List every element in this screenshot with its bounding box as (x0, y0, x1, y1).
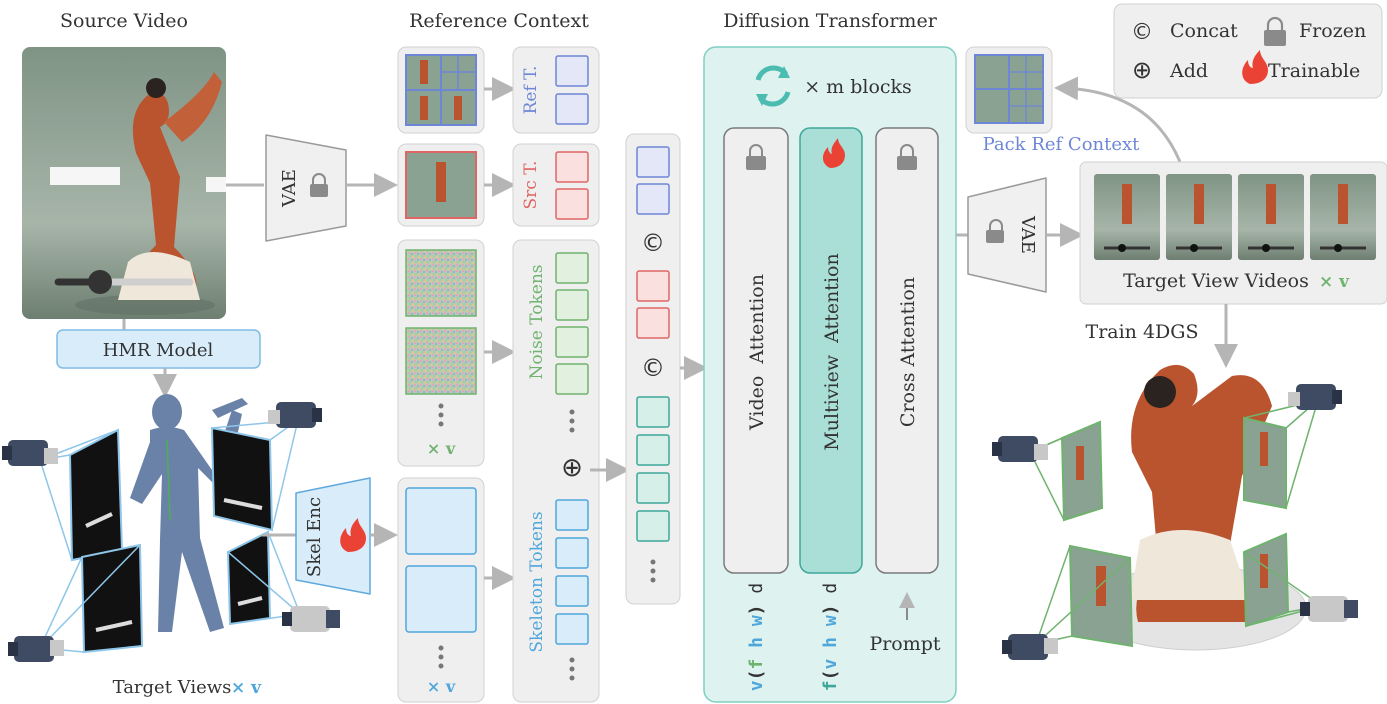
vae-encoder: VAE (265, 134, 347, 242)
multiview-rearrange-label: f(v h w) d (820, 583, 841, 691)
dit-container: × m blocks Video Attention Multiview Att… (703, 46, 957, 703)
ref-tokens-label: Ref T. (521, 66, 541, 115)
pack-ref-context-label: Pack Ref Context (983, 134, 1141, 155)
lock-icon (986, 219, 1004, 243)
multiview-attention-block: Multiview Attention (799, 127, 863, 574)
vae-decoder: VAE (967, 177, 1047, 293)
skeleton-times-v: × v (427, 677, 456, 696)
legend-concat-label: Concat (1170, 20, 1238, 42)
skel-enc-label: Skel Enc (304, 497, 325, 577)
view-panel-left (68, 428, 124, 562)
video-rearrange-label: v(f h w) d (746, 583, 767, 691)
video-attention-label: Video Attention (746, 274, 768, 431)
noise-skeleton-tokens-panel: Noise Tokens ⊕ Skeleton Tokens (512, 239, 600, 703)
src-tokens-panel: Src T. (512, 143, 600, 227)
view-panel-bottom-right (226, 530, 272, 626)
target-views-times: × v (231, 678, 262, 698)
ref-image-grid (397, 46, 485, 134)
camera-icon (282, 606, 340, 632)
add-symbol-icon: ⊕ (561, 453, 583, 483)
4dgs-view-panel (1060, 420, 1104, 522)
4dgs-view-panel (1242, 532, 1290, 628)
video-attention-block: Video Attention (723, 127, 789, 574)
lock-icon (1264, 16, 1286, 46)
lock-icon (746, 144, 766, 170)
camera-icon (268, 402, 322, 428)
legend-trainable-label: Trainable (1268, 60, 1360, 82)
camera-icon (2, 440, 58, 466)
camera-icon (1288, 384, 1342, 410)
loop-icon (755, 65, 791, 107)
blocks-label: × m blocks (804, 76, 912, 98)
reference-context-title: Reference Context (409, 10, 589, 32)
src-tokens-label: Src T. (521, 161, 541, 210)
flame-icon (340, 518, 366, 552)
target-view-videos-panel: Target View Videos × v (1079, 161, 1387, 305)
camera-icon (992, 436, 1048, 462)
flame-icon (822, 138, 845, 168)
vae-decoder-label: VAE (1017, 215, 1038, 254)
legend-panel: © Concat Frozen ⊕ Add Trainable (1113, 3, 1383, 99)
legend-add-label: Add (1169, 60, 1208, 82)
target-views-label: Target Views (113, 677, 232, 698)
skel-enc-module: Skel Enc (295, 477, 371, 595)
hmr-model-label: HMR Model (103, 340, 214, 361)
cross-attention-block: Cross Attention (875, 127, 939, 574)
src-image (397, 143, 485, 227)
source-video-title: Source Video (60, 10, 188, 32)
cross-attention-label: Cross Attention (897, 277, 919, 427)
concat-token-column: © © (625, 133, 681, 605)
4dgs-view-panel (1068, 544, 1134, 648)
hmr-model-box: HMR Model (56, 329, 261, 369)
prompt-label: Prompt (869, 633, 940, 655)
flame-icon (1242, 50, 1268, 84)
skeleton-image-panel: × v (397, 477, 485, 703)
target-view-videos-label: Target View Videos (1123, 270, 1309, 292)
camera-icon (8, 636, 64, 662)
target-view-videos-times: × v (1319, 272, 1350, 292)
noise-times-v: × v (427, 439, 456, 458)
noise-image-panel: × v (397, 239, 485, 467)
multiview-attention-label: Multiview Attention (821, 253, 843, 450)
legend-concat-icon: © (1131, 20, 1153, 45)
lock-icon (310, 173, 328, 197)
concat-symbol-icon: © (641, 354, 665, 382)
source-video-frame (22, 47, 226, 319)
camera-frustums (39, 419, 301, 653)
train-4dgs-label: Train 4DGS (1086, 321, 1199, 343)
view-panel-bottom-left (80, 543, 144, 654)
camera-icon (1300, 596, 1358, 622)
ref-tokens-panel: Ref T. (512, 46, 600, 134)
legend-frozen-label: Frozen (1299, 20, 1366, 42)
concat-symbol-icon: © (641, 229, 665, 257)
pack-ref-context (965, 46, 1053, 134)
legend-add-icon: ⊕ (1132, 56, 1152, 84)
skeleton-tokens-label: Skeleton Tokens (527, 511, 547, 652)
noise-tokens-label: Noise Tokens (527, 264, 547, 379)
view-panel-right-top (210, 426, 274, 532)
vae-encoder-label: VAE (279, 169, 300, 208)
lock-icon (897, 144, 917, 170)
diffusion-transformer-title: Diffusion Transformer (723, 10, 937, 32)
camera-icon (1002, 634, 1058, 660)
4dgs-view-panel (1243, 416, 1287, 510)
